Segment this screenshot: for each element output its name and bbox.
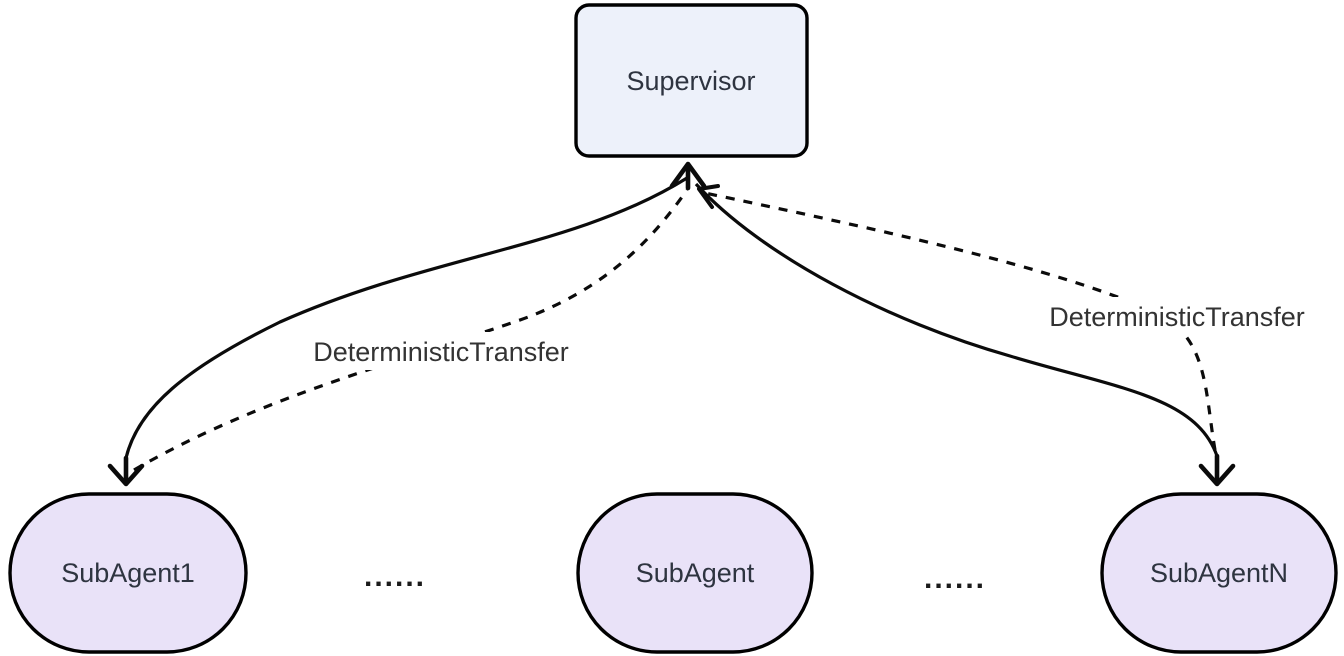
subagent-middle-label: SubAgent [636,558,755,588]
arrowhead-down-subagent-n [1198,463,1236,487]
subagent-n-label: SubAgentN [1150,558,1288,588]
supervisor-box [574,3,809,158]
subagent1-node: SubAgent1 [8,492,248,654]
subagent-middle-pill [576,492,814,654]
edge-subagent1-to-supervisor [133,161,707,472]
subagent1-label: SubAgent1 [61,558,195,588]
edge-supervisor-to-subagent1 [107,176,688,487]
edge-subagent1-to-supervisor-path [133,189,689,472]
subagent-middle-node: SubAgent [576,492,814,654]
edge-supervisor-to-subagent-n-path [694,182,1219,457]
arrowhead-down-subagent1 [107,463,145,487]
supervisor-label: Supervisor [626,66,755,96]
ellipsis-right: ...... [924,562,986,595]
edge-label-left: DeterministicTransfer [292,332,590,370]
edge-supervisor-to-subagent-n [694,182,1236,487]
ellipsis-left: ...... [364,560,426,593]
subagent-n-pill [1100,492,1338,654]
edge-supervisor-to-subagent1-path [124,176,688,459]
edge-subagent-n-to-supervisor [697,184,1217,451]
edge-label-right: DeterministicTransfer [1022,297,1332,335]
subagent-n-node: SubAgentN [1100,492,1338,654]
edge-label-right-text: DeterministicTransfer [1049,302,1305,332]
edge-label-left-bg [292,332,590,370]
arrowhead-up-supervisor [669,161,707,189]
supervisor-node: Supervisor [574,3,809,158]
arrowhead-up-supervisor-small [697,184,720,209]
edge-label-left-text: DeterministicTransfer [313,337,569,367]
subagent1-pill [8,492,248,654]
edge-label-right-bg [1022,297,1332,335]
